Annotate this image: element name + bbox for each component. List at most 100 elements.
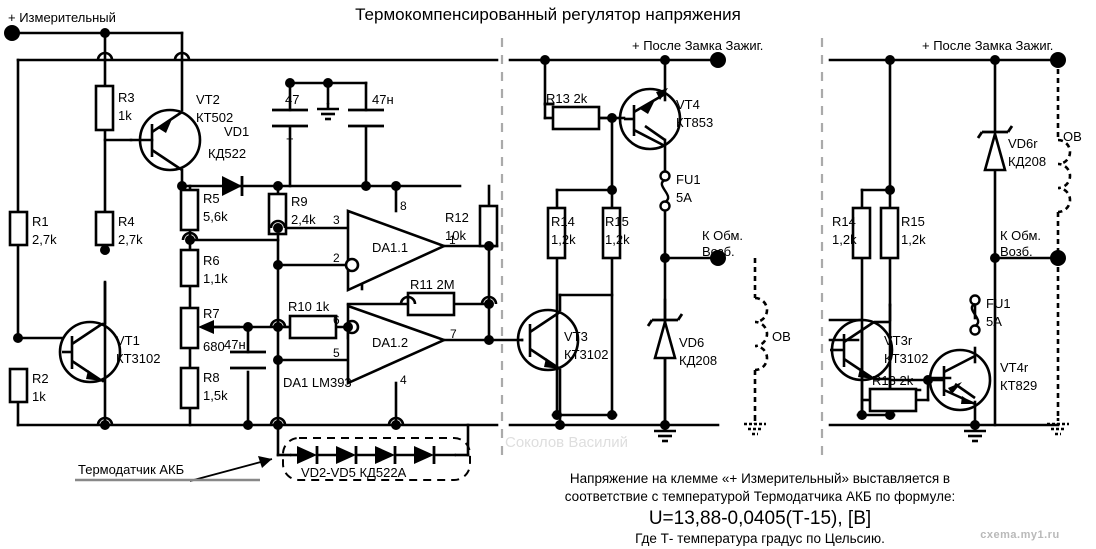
label-thermosensor: Термодатчик АКБ bbox=[78, 462, 184, 477]
label-VD6-type: КД208 bbox=[679, 353, 717, 368]
label-R8-val: 1,5k bbox=[203, 388, 228, 403]
label-terminal-ignition-right: + После Замка Зажиг. bbox=[922, 38, 1053, 53]
pin-6: 6 bbox=[333, 313, 340, 327]
label-cap-47n-bottom: 47н bbox=[224, 337, 246, 352]
label-R14-ref: R14 bbox=[551, 214, 575, 229]
label-R11: R11 2M bbox=[410, 277, 455, 292]
label-R10: R10 1k bbox=[288, 299, 330, 314]
transistor-VT3-center bbox=[516, 308, 580, 372]
label-R15-ref: R15 bbox=[605, 214, 629, 229]
resistor-R14 bbox=[546, 206, 567, 260]
label-coil-OV-right: ОВ bbox=[1063, 129, 1082, 144]
label-R1-ref: R1 bbox=[32, 214, 49, 229]
transistor-VT1 bbox=[58, 282, 122, 384]
label-R9-val: 2,4k bbox=[291, 212, 316, 227]
label-FU1-right-val: 5A bbox=[986, 314, 1002, 329]
label-FU1-right-ref: FU1 bbox=[986, 296, 1011, 311]
coil-OV-right bbox=[1056, 60, 1072, 418]
ground-symbol-top bbox=[315, 101, 341, 121]
label-VD1-type: КД522 bbox=[208, 146, 246, 161]
note-formula: U=13,88-0,0405(Т-15), [В] bbox=[649, 508, 871, 529]
label-VT3-right-type: КТ3102 bbox=[884, 351, 928, 366]
diode-chain-VD2-VD5 bbox=[282, 437, 471, 481]
capacitor-47uF bbox=[272, 108, 308, 128]
label-terminal-ignition-center: + После Замка Зажиг. bbox=[632, 38, 763, 53]
terminal-measuring bbox=[4, 25, 20, 41]
transistor-VT4-right bbox=[928, 348, 992, 412]
page-title: Термокомпенсированный регулятор напряжен… bbox=[355, 5, 741, 24]
terminal-excitation-center bbox=[710, 250, 726, 266]
label-VT4-ref: VT4 bbox=[676, 97, 700, 112]
fuse-FU1-right bbox=[969, 294, 981, 336]
label-cap-47uF-polarity: + bbox=[286, 131, 294, 146]
resistor-R14-right bbox=[851, 206, 872, 260]
pin-4: 4 bbox=[400, 373, 407, 387]
capacitor-47n-top bbox=[348, 108, 384, 128]
label-R6-ref: R6 bbox=[203, 253, 220, 268]
diode-VD6-center bbox=[646, 313, 684, 360]
label-DA1-2: DA1.2 bbox=[372, 335, 408, 350]
label-R9-ref: R9 bbox=[291, 194, 308, 209]
resistor-R13 bbox=[551, 105, 601, 131]
pin-7: 7 bbox=[450, 327, 457, 341]
ground-symbol-right-coil bbox=[1047, 418, 1069, 436]
label-excitation-right-1: К Обм. bbox=[1000, 228, 1041, 243]
resistor-R8 bbox=[179, 366, 200, 410]
diode-VD1 bbox=[222, 176, 244, 196]
label-R14-val: 1,2k bbox=[551, 232, 576, 247]
label-VT4-right-type: КТ829 bbox=[1000, 378, 1037, 393]
resistor-R7 bbox=[179, 306, 200, 350]
resistor-R15-right bbox=[879, 206, 900, 260]
terminal-ignition-right bbox=[1050, 52, 1066, 68]
label-DA1-part: DA1 LM393 bbox=[283, 375, 352, 390]
label-R6-val: 1,1k bbox=[203, 271, 228, 286]
opamp-DA1-1 bbox=[344, 209, 448, 293]
label-cap-47n-top: 47н bbox=[372, 92, 394, 107]
label-FU1-center-val: 5A bbox=[676, 190, 692, 205]
label-R5-ref: R5 bbox=[203, 191, 220, 206]
label-VT2-type: КТ502 bbox=[196, 110, 233, 125]
pin-8: 8 bbox=[400, 199, 407, 213]
label-VT3-ref: VT3 bbox=[564, 329, 588, 344]
label-R4-val: 2,7k bbox=[118, 232, 143, 247]
note-line-2: соответствие с температурой Термодатчика… bbox=[565, 489, 955, 504]
label-VT1-ref: VT1 bbox=[116, 333, 140, 348]
transistor-VT2 bbox=[138, 108, 202, 172]
label-VD6-ref: VD6 bbox=[679, 335, 704, 350]
terminal-excitation-right bbox=[1050, 250, 1066, 266]
label-R13-right: R13 2k bbox=[872, 373, 914, 388]
resistor-R12 bbox=[478, 204, 499, 248]
label-R8-ref: R8 bbox=[203, 370, 220, 385]
label-VD1-ref: VD1 bbox=[224, 124, 249, 139]
resistor-R11 bbox=[406, 291, 456, 317]
label-R14-right-ref: R14 bbox=[832, 214, 856, 229]
label-FU1-center-ref: FU1 bbox=[676, 172, 701, 187]
transistor-VT3-right bbox=[830, 318, 894, 382]
label-R15-right-ref: R15 bbox=[901, 214, 925, 229]
label-excitation-center-2: Возб. bbox=[702, 244, 735, 259]
resistor-R13-right bbox=[868, 387, 918, 413]
transistor-VT4-center bbox=[618, 87, 682, 151]
label-terminal-measuring: + Измерительный bbox=[8, 10, 116, 25]
label-VT4-type: КТ853 bbox=[676, 115, 713, 130]
resistor-R10 bbox=[288, 314, 338, 340]
label-VT2-ref: VT2 bbox=[196, 92, 220, 107]
fuse-FU1-center bbox=[659, 170, 671, 212]
label-coil-OV-center: ОВ bbox=[772, 329, 791, 344]
watermark-author: Соколов Василий bbox=[505, 434, 628, 451]
pin-5: 5 bbox=[333, 346, 340, 360]
label-VT3-right-ref: VT3r bbox=[884, 333, 913, 348]
label-cap-47uF: 47 bbox=[285, 92, 299, 107]
label-R12-val: 10k bbox=[445, 228, 466, 243]
label-diode-chain: VD2-VD5 КД522А bbox=[301, 465, 407, 480]
resistor-R5 bbox=[179, 188, 200, 232]
resistor-R15 bbox=[601, 206, 622, 260]
pin-1: 1 bbox=[449, 233, 456, 247]
terminal-ignition-center bbox=[710, 52, 726, 68]
label-R7-ref: R7 bbox=[203, 306, 220, 321]
resistor-R1 bbox=[8, 210, 29, 247]
label-R1-val: 2,7k bbox=[32, 232, 57, 247]
label-VT1-type: КТ3102 bbox=[116, 351, 160, 366]
label-R4-ref: R4 bbox=[118, 214, 135, 229]
